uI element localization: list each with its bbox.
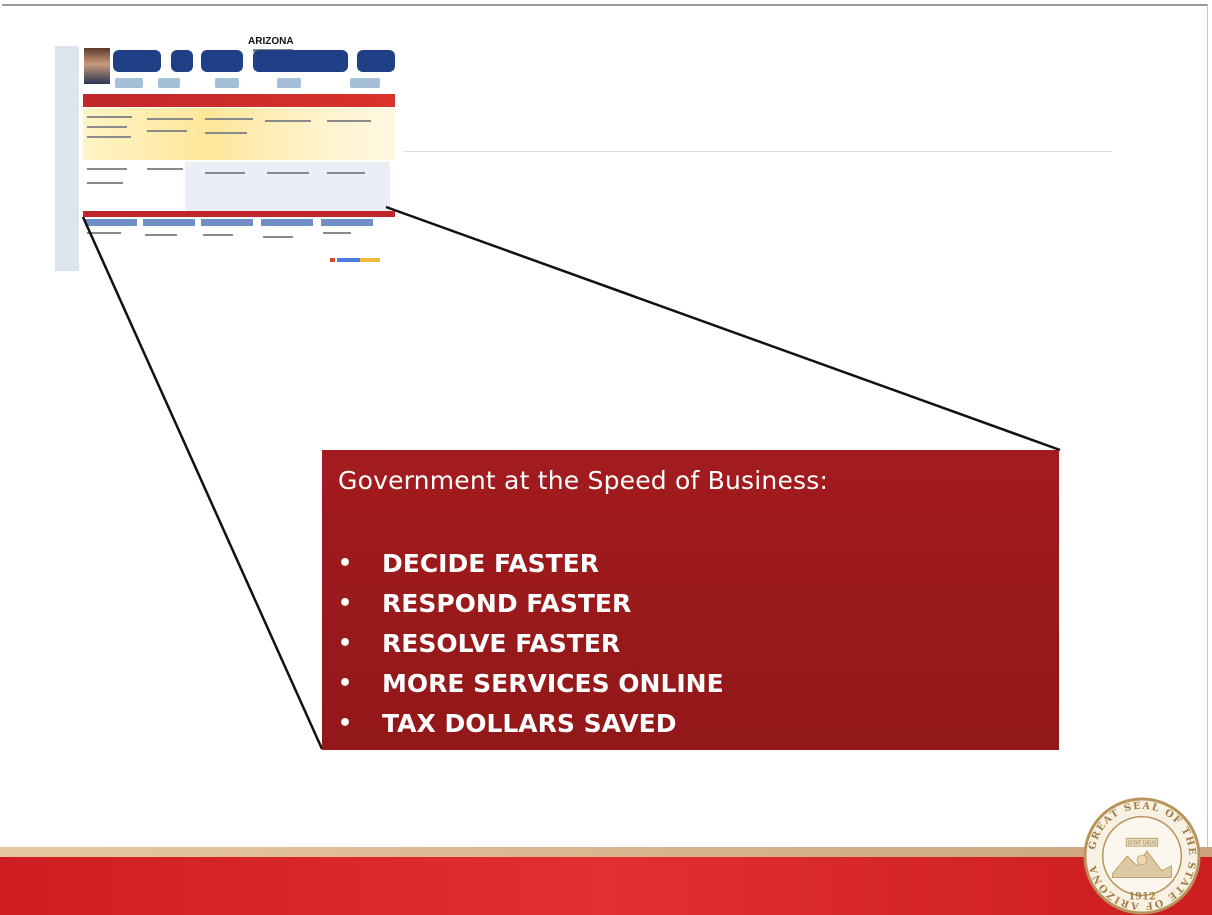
list-item: • RESPOND FASTER bbox=[338, 584, 724, 624]
thumbnail-title: ARIZONA bbox=[248, 36, 294, 47]
seal-banner: DITAT DEUS bbox=[1128, 841, 1157, 847]
thumbnail-text-line bbox=[205, 132, 247, 134]
thumbnail-text-line bbox=[87, 136, 131, 138]
thumbnail-label-box bbox=[115, 78, 143, 88]
thumbnail-blue-chip bbox=[321, 219, 373, 226]
list-item: • MORE SERVICES ONLINE bbox=[338, 664, 724, 704]
thumbnail-text-line bbox=[87, 116, 132, 118]
callout-heading: Government at the Speed of Business: bbox=[338, 466, 829, 495]
thumbnail-text-line bbox=[147, 118, 193, 120]
thumbnail-text-line bbox=[203, 234, 233, 236]
list-item: • RESOLVE FASTER bbox=[338, 624, 724, 664]
thumbnail-flow-box bbox=[171, 50, 193, 72]
bullet-text: MORE SERVICES ONLINE bbox=[382, 669, 724, 698]
bullet-text: TAX DOLLARS SAVED bbox=[382, 709, 677, 738]
bullet-text: RESOLVE FASTER bbox=[382, 629, 621, 658]
thumbnail-side-column bbox=[55, 46, 79, 271]
thumbnail-blue-chip bbox=[143, 219, 195, 226]
thumbnail-blue-panel bbox=[185, 162, 390, 212]
state-seal-icon: GREAT SEAL OF THE STATE OF ARIZONA DITAT… bbox=[1083, 797, 1201, 915]
thumbnail-text-line bbox=[87, 232, 121, 234]
list-item: • TAX DOLLARS SAVED bbox=[338, 704, 724, 744]
thumbnail-red-banner bbox=[83, 94, 395, 107]
thumbnail-logo bbox=[330, 258, 380, 262]
thumbnail-blue-chip bbox=[201, 219, 253, 226]
thumbnail-label-box bbox=[350, 78, 380, 88]
thumbnail-text-line bbox=[87, 126, 127, 128]
seal-year: 1912 bbox=[1128, 891, 1155, 902]
thumbnail-label-box bbox=[215, 78, 239, 88]
thumbnail-flow-box bbox=[253, 50, 348, 72]
thumbnail-label-box bbox=[158, 78, 180, 88]
callout-bullet-list: • DECIDE FASTER • RESPOND FASTER • RESOLVE … bbox=[338, 544, 724, 744]
thumbnail-blue-chip bbox=[261, 219, 313, 226]
thumbnail-label-box bbox=[277, 78, 301, 88]
slide-frame bbox=[2, 4, 1208, 912]
thumbnail-text-line bbox=[87, 182, 123, 184]
thumbnail-portrait bbox=[84, 48, 110, 84]
thumbnail-text-line bbox=[323, 232, 351, 234]
bullet-text: RESPOND FASTER bbox=[382, 589, 632, 618]
thumbnail-text-line bbox=[267, 172, 309, 174]
bullet-icon: • bbox=[338, 711, 353, 736]
bullet-text: DECIDE FASTER bbox=[382, 549, 599, 578]
thumbnail-text-line bbox=[147, 130, 187, 132]
thumbnail-text-line bbox=[205, 172, 245, 174]
bullet-icon: • bbox=[338, 551, 353, 576]
thumbnail-red-rule bbox=[83, 211, 395, 217]
horizontal-rule bbox=[404, 151, 1112, 152]
thumbnail-text-line bbox=[327, 120, 371, 122]
footer-gold-band bbox=[0, 847, 1212, 857]
thumbnail-text-line bbox=[205, 118, 253, 120]
thumbnail-text-line bbox=[87, 168, 127, 170]
thumbnail-flow-box bbox=[357, 50, 395, 72]
footer-red-band bbox=[0, 857, 1212, 915]
thumbnail-yellow-panel bbox=[83, 108, 395, 160]
thumbnail-text-line bbox=[147, 168, 183, 170]
slide-thumbnail: ARIZONA bbox=[55, 36, 395, 271]
bullet-icon: • bbox=[338, 671, 353, 696]
thumbnail-flow-row bbox=[113, 50, 395, 76]
thumbnail-text-line bbox=[265, 120, 311, 122]
bullet-icon: • bbox=[338, 591, 353, 616]
thumbnail-blue-chip bbox=[85, 219, 137, 226]
thumbnail-text-line bbox=[263, 236, 293, 238]
callout-box: Government at the Speed of Business: • DE… bbox=[322, 450, 1059, 750]
thumbnail-text-line bbox=[327, 172, 365, 174]
thumbnail-flow-box bbox=[113, 50, 161, 72]
bullet-icon: • bbox=[338, 631, 353, 656]
list-item: • DECIDE FASTER bbox=[338, 544, 724, 584]
thumbnail-flow-box bbox=[201, 50, 243, 72]
thumbnail-text-line bbox=[145, 234, 177, 236]
